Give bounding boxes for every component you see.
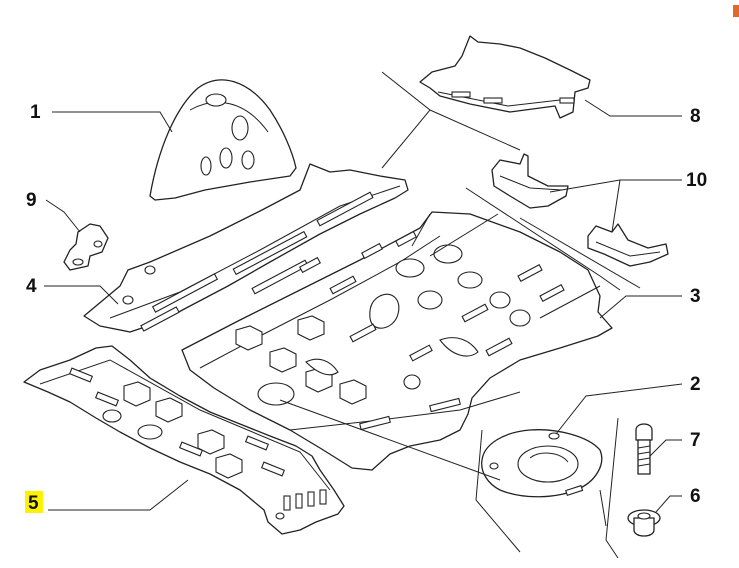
part-6-clip-nut[interactable] xyxy=(627,509,661,537)
callout-7: 7 xyxy=(690,430,701,451)
callout-5: 5 xyxy=(28,493,39,514)
callout-8: 8 xyxy=(690,106,701,127)
callout-2: 2 xyxy=(690,374,701,395)
part-4-side-rail-panel[interactable] xyxy=(83,163,409,333)
leader-lines xyxy=(44,71,683,559)
part-8-tray-panel[interactable] xyxy=(419,35,591,119)
callout-3: 3 xyxy=(690,286,701,307)
callout-1: 1 xyxy=(30,102,41,123)
callout-5-highlight xyxy=(25,491,43,513)
part-1-wheelarch-panel[interactable] xyxy=(149,79,297,201)
part-2-mounting-plate[interactable] xyxy=(481,429,603,498)
callout-4: 4 xyxy=(26,276,37,297)
callout-6: 6 xyxy=(690,486,701,507)
part-10-lower-bracket[interactable] xyxy=(587,223,669,267)
callout-10: 10 xyxy=(686,170,707,191)
part-9-small-bracket[interactable] xyxy=(63,223,109,271)
part-10-upper-bracket[interactable] xyxy=(491,153,569,209)
corner-mark xyxy=(733,5,739,17)
part-5-lower-floor-panel[interactable] xyxy=(23,345,345,535)
part-3-floor-panel[interactable] xyxy=(181,211,613,471)
part-7-bolt[interactable] xyxy=(635,423,653,475)
callout-9: 9 xyxy=(26,190,37,211)
